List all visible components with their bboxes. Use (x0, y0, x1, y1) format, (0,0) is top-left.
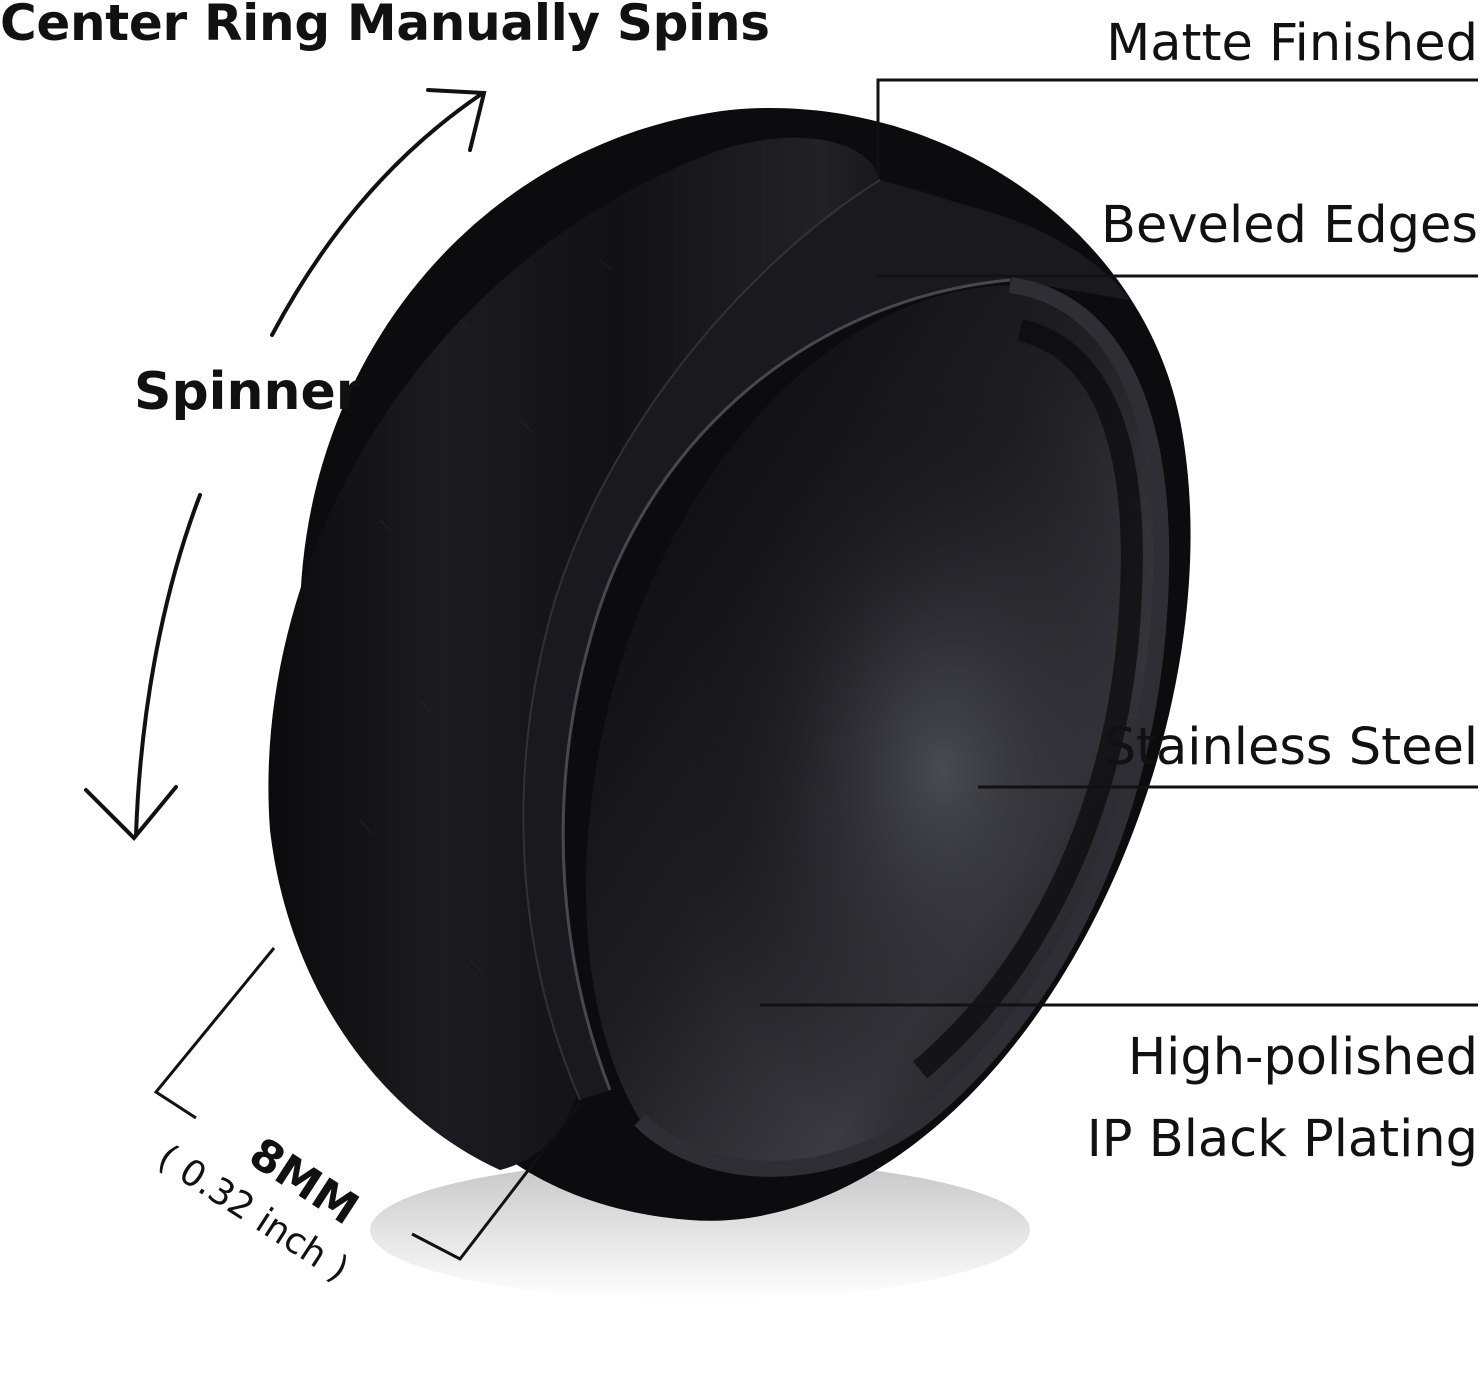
matte-leader (876, 78, 1478, 175)
center-band (268, 137, 960, 1170)
brushed-texture (359, 259, 613, 973)
ring-shadow (370, 1160, 1030, 1300)
spinner-label: Spinner (134, 362, 362, 422)
callout-lines (760, 78, 1478, 1007)
callout-high-polished: High-polished (1127, 1028, 1478, 1087)
arrow-down-head-icon (84, 785, 178, 841)
arrow-down-curve (134, 493, 202, 837)
beveled-edge (523, 180, 1130, 1100)
callout-stainless-steel: Stainless Steel (1103, 718, 1478, 777)
arrow-up-curve (270, 93, 482, 337)
rotation-arrows (84, 88, 487, 841)
callout-beveled-edges: Beveled Edges (1101, 196, 1478, 255)
callout-ip-black-plating: IP Black Plating (1086, 1110, 1478, 1169)
arrow-up-head-icon (426, 88, 487, 152)
page-title: Center Ring Manually Spins (0, 0, 770, 52)
callout-matte-finished: Matte Finished (1106, 14, 1478, 73)
width-bracket (153, 947, 582, 1261)
